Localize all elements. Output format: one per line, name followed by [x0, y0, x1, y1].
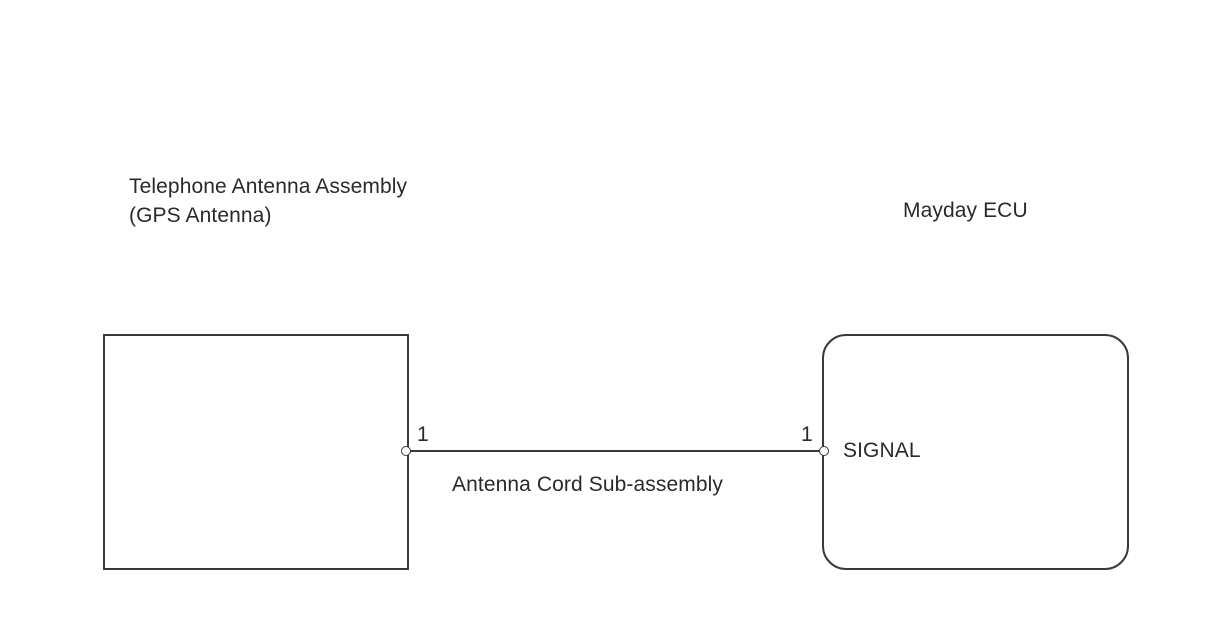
right-pin-number: 1 [801, 423, 813, 446]
gps-antenna-component-box [103, 334, 409, 570]
right-terminal-icon [819, 446, 829, 456]
gps-antenna-subtitle: (GPS Antenna) [129, 204, 272, 227]
left-pin-number: 1 [417, 423, 429, 446]
mayday-ecu-title: Mayday ECU [903, 199, 1028, 222]
signal-pin-label: SIGNAL [843, 439, 921, 462]
antenna-cord-wire [406, 450, 824, 452]
telephone-antenna-title: Telephone Antenna Assembly [129, 175, 408, 198]
antenna-cord-label: Antenna Cord Sub-assembly [452, 473, 723, 496]
left-terminal-icon [401, 446, 411, 456]
